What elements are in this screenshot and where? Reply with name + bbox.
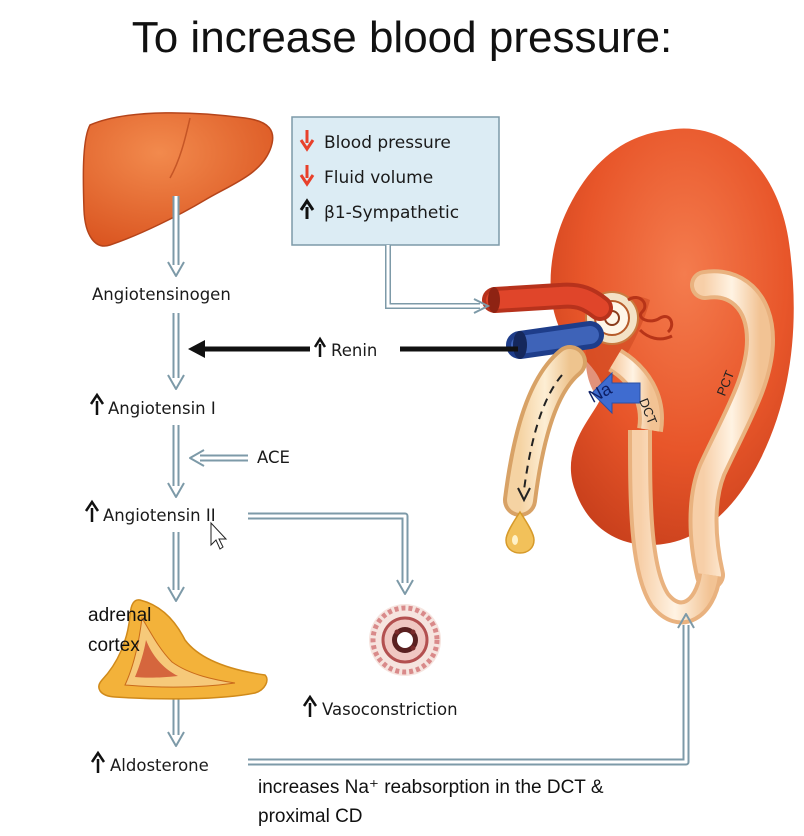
sodium-reabsorption-note-line1: increases Na⁺ reabsorption in the DCT & <box>258 777 604 798</box>
arrow-up-icon <box>313 336 327 357</box>
adrenal-label-line1: adrenal <box>88 605 151 626</box>
arrow-up-icon <box>89 392 105 415</box>
arrow-up-icon <box>302 694 318 717</box>
arrow-up-icon <box>84 499 100 522</box>
ace-label: ACE <box>257 448 290 467</box>
adrenal-label-line2: cortex <box>88 635 140 656</box>
aldosterone-label: Aldosterone <box>110 756 209 775</box>
aldosterone-group: Aldosterone <box>90 750 209 775</box>
trigger-item-blood-pressure: Blood pressure <box>299 130 451 153</box>
renin-label: Renin <box>331 341 377 360</box>
renin-arrow <box>188 340 518 358</box>
angiotensin-2-group: Angiotensin II <box>84 499 216 525</box>
arrow-up-icon <box>299 198 315 219</box>
arrow-up-icon <box>90 750 106 773</box>
angiotensinogen-label: Angiotensinogen <box>92 285 231 304</box>
flow-arrows <box>167 196 695 766</box>
kidney-illustration: Na DCT PCT <box>482 128 794 625</box>
liver-illustration <box>82 112 274 247</box>
angiotensin-1-group: Angiotensin I <box>89 392 216 418</box>
trigger-connector <box>385 245 491 314</box>
adrenal-gland-illustration <box>98 599 268 700</box>
angiotensin-1-label: Angiotensin I <box>108 399 216 418</box>
trigger-box: Blood pressure Fluid volume β1-Sympathet… <box>291 116 500 246</box>
trigger-item-fluid-volume: Fluid volume <box>299 165 433 188</box>
vessel-cross-section-illustration <box>369 604 441 676</box>
arrow-down-icon <box>299 165 315 187</box>
trigger-blood-pressure-label: Blood pressure <box>324 133 451 153</box>
trigger-b1-sympathetic-label: β1-Sympathetic <box>324 203 459 223</box>
vasoconstriction-label: Vasoconstriction <box>322 700 458 719</box>
vasoconstriction-group: Vasoconstriction <box>302 694 458 719</box>
mouse-cursor-icon <box>210 521 228 550</box>
trigger-item-b1-sympathetic: β1-Sympathetic <box>299 198 459 223</box>
page-title: To increase blood pressure: <box>132 13 673 62</box>
arrow-down-icon <box>299 130 315 152</box>
angiotensin-2-label: Angiotensin II <box>103 506 216 525</box>
renin-label-group: Renin <box>313 336 377 360</box>
sodium-reabsorption-note-line2: proximal CD <box>258 806 363 827</box>
trigger-fluid-volume-label: Fluid volume <box>324 168 433 188</box>
